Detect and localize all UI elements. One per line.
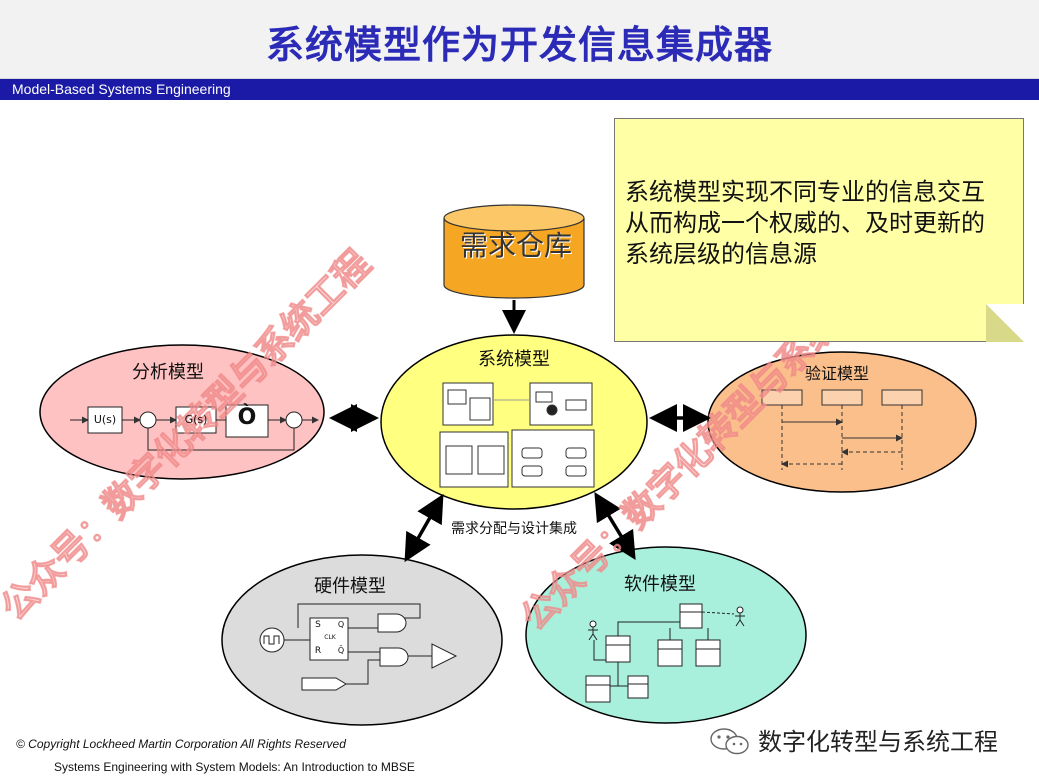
integration-caption: 需求分配与设计集成 bbox=[451, 521, 577, 537]
hardware-link-arrow bbox=[404, 493, 444, 563]
sequence-diagram bbox=[761, 389, 923, 470]
repository-label: 需求仓库 bbox=[459, 229, 572, 262]
callout-note: 系统模型实现不同专业的信息交互从而构成一个权威的、及时更新的系统层级的信息源 bbox=[614, 118, 1024, 342]
software-model-label: 软件模型 bbox=[624, 574, 696, 595]
system-model-thumbnails bbox=[439, 382, 595, 488]
page-title: 系统模型作为开发信息集成器 bbox=[265, 23, 773, 67]
reference-text: Systems Engineering with System Models: … bbox=[54, 760, 415, 774]
analysis-model-label: 分析模型 bbox=[132, 362, 204, 383]
control-block-diagram bbox=[70, 404, 319, 451]
band-label: Model-Based Systems Engineering bbox=[12, 81, 231, 97]
hardware-model-ellipse bbox=[221, 554, 503, 726]
flipflop-qbar: Q̄ bbox=[337, 646, 345, 655]
flipflop-s: S bbox=[315, 620, 321, 630]
callout-text: 系统模型实现不同专业的信息交互从而构成一个权威的、及时更新的系统层级的信息源 bbox=[625, 178, 985, 268]
system-model-label: 系统模型 bbox=[478, 349, 550, 370]
analysis-block-g: G(s) bbox=[184, 413, 208, 426]
repository-cylinder bbox=[443, 204, 585, 299]
verification-model-label: 验证模型 bbox=[804, 364, 869, 383]
flipflop-r: R bbox=[314, 646, 322, 656]
title-bar: 系统模型作为开发信息集成器 bbox=[0, 0, 1039, 79]
hardware-model-label: 硬件模型 bbox=[314, 576, 386, 597]
section-band: Model-Based Systems Engineering bbox=[0, 79, 1039, 100]
note-dog-ear bbox=[986, 304, 1024, 342]
class-diagram bbox=[585, 603, 745, 703]
analysis-block-u: U(s) bbox=[93, 413, 117, 426]
copyright-text: © Copyright Lockheed Martin Corporation … bbox=[16, 737, 346, 751]
flipflop-q: Q bbox=[337, 620, 345, 629]
flipflop-clk: CLK bbox=[324, 634, 336, 641]
logic-circuit bbox=[259, 603, 458, 691]
software-link-arrow bbox=[594, 492, 636, 560]
wechat-icon bbox=[710, 728, 749, 755]
wechat-brand-text: 数字化转型与系统工程 bbox=[758, 728, 998, 756]
analysis-block-o: Ò bbox=[237, 405, 257, 430]
